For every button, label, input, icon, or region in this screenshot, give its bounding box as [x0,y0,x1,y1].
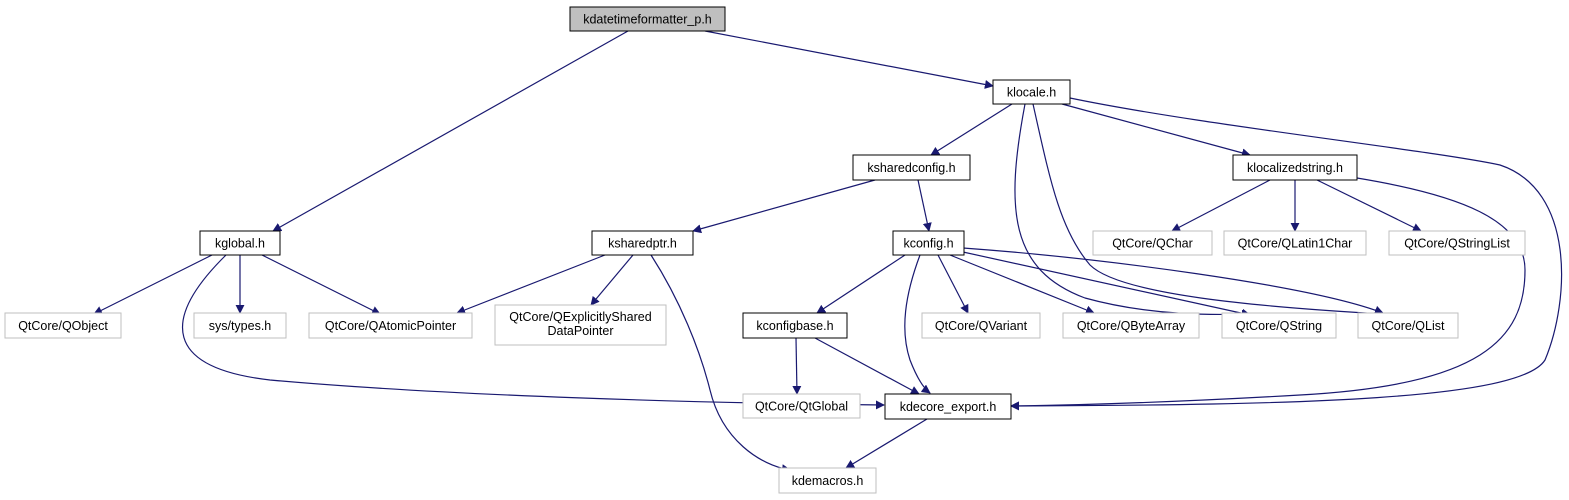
edges [93,30,1563,474]
node-qexplicitlyshareddatapointer[interactable]: QtCore/QExplicitlyShared DataPointer [494,304,667,346]
node-qatomicpointer-label: QtCore/QAtomicPointer [325,319,456,333]
edge-ksharedptr-kdemacros [650,254,791,474]
node-kconfigbase-label: kconfigbase.h [756,319,833,333]
node-qstring-label: QtCore/QString [1236,319,1322,333]
edge-kconfig-kdecore_export [904,254,931,394]
node-qchar-label: QtCore/QChar [1112,237,1193,251]
edge-kconfig-qstring [962,251,1251,318]
edge-klocalizedstring-qstringlist [1316,179,1422,232]
edge-ksharedptr-qatomicpointer [456,254,606,315]
node-qlatin1char[interactable]: QtCore/QLatin1Char [1223,230,1367,256]
node-qchar[interactable]: QtCore/QChar [1092,230,1213,256]
node-kconfig[interactable]: kconfig.h [892,230,965,256]
edge-klocale-klocalizedstring [1061,103,1251,158]
node-qstringlist-label: QtCore/QStringList [1404,237,1510,251]
edge-ksharedconfig-kconfig [917,179,932,232]
node-ksharedconfig-label: ksharedconfig.h [867,161,955,175]
node-kglobal[interactable]: kglobal.h [199,230,281,256]
node-qglobal-label: QtCore/QtGlobal [755,400,848,414]
node-qexplicitly-label-line1: QtCore/QExplicitlyShared [509,310,651,324]
node-kdemacros[interactable]: kdemacros.h [778,467,877,494]
node-qlist[interactable]: QtCore/QList [1357,312,1459,339]
node-qbytearray-label: QtCore/QByteArray [1077,319,1186,333]
node-systypes-label: sys/types.h [209,319,272,333]
edge-kconfig-qvariant [937,254,969,314]
edge-kglobal-qatomicpointer [261,254,381,315]
node-qobject-label: QtCore/QObject [18,319,108,333]
node-klocale[interactable]: klocale.h [992,79,1071,105]
edge-kglobal-kdecore_export [181,254,885,410]
edge-kconfig-qbytearray [949,254,1095,315]
node-kdecore_export-label: kdecore_export.h [900,400,997,414]
node-klocalizedstring[interactable]: klocalizedstring.h [1232,154,1358,181]
edge-kconfigbase-kdecore_export [814,337,920,395]
node-qvariant[interactable]: QtCore/QVariant [921,312,1041,339]
node-klocale-label: klocale.h [1007,86,1056,100]
node-klocalizedstring-label: klocalizedstring.h [1247,161,1343,175]
node-qlatin1char-label: QtCore/QLatin1Char [1238,237,1353,251]
edge-kconfigbase-qglobal [792,337,802,395]
node-qobject[interactable]: QtCore/QObject [4,312,122,339]
edge-klocale-ksharedconfig [930,103,1013,156]
node-ksharedptr[interactable]: ksharedptr.h [591,230,694,256]
node-qexplicitly-label-line2: DataPointer [547,324,613,338]
node-kdecore_export[interactable]: kdecore_export.h [884,393,1012,420]
edge-kconfig-kconfigbase [816,254,906,314]
edge-root-kglobal [272,30,629,232]
edge-klocalizedstring-kdecore_export [1010,177,1526,411]
node-qlist-label: QtCore/QList [1372,319,1445,333]
node-systypes[interactable]: sys/types.h [193,312,287,339]
edge-kconfig-qlist [962,247,1384,315]
node-kconfigbase[interactable]: kconfigbase.h [742,312,848,339]
node-qbytearray[interactable]: QtCore/QByteArray [1062,312,1200,339]
node-qvariant-label: QtCore/QVariant [935,319,1028,333]
edge-klocalizedstring-qchar [1171,179,1271,232]
node-kglobal-label: kglobal.h [215,237,265,251]
node-ksharedptr-label: ksharedptr.h [608,237,677,251]
node-root[interactable]: kdatetimeformatter_p.h [569,6,726,32]
edge-root-klocale [704,30,994,89]
node-qglobal[interactable]: QtCore/QtGlobal [742,393,861,419]
node-qstring[interactable]: QtCore/QString [1221,312,1337,339]
node-kconfig-label: kconfig.h [903,237,953,251]
edge-klocale-qlist [1032,103,1384,319]
node-kdemacros-label: kdemacros.h [792,474,864,488]
node-qatomicpointer[interactable]: QtCore/QAtomicPointer [308,312,473,339]
edge-klocale-kdecore_export [1010,97,1563,411]
node-ksharedconfig[interactable]: ksharedconfig.h [852,154,971,181]
nodes: kdatetimeformatter_p.h klocale.h kshared… [4,6,1526,494]
edge-ksharedptr-qexplicitly [590,254,634,306]
node-root-label: kdatetimeformatter_p.h [583,13,712,27]
edge-klocale-qstring [1014,103,1251,319]
node-qstringlist[interactable]: QtCore/QStringList [1388,230,1526,256]
edge-kdecore_export-kdemacros [845,418,928,469]
edge-ksharedconfig-ksharedptr [692,179,876,234]
edge-kglobal-qobject [93,254,213,315]
